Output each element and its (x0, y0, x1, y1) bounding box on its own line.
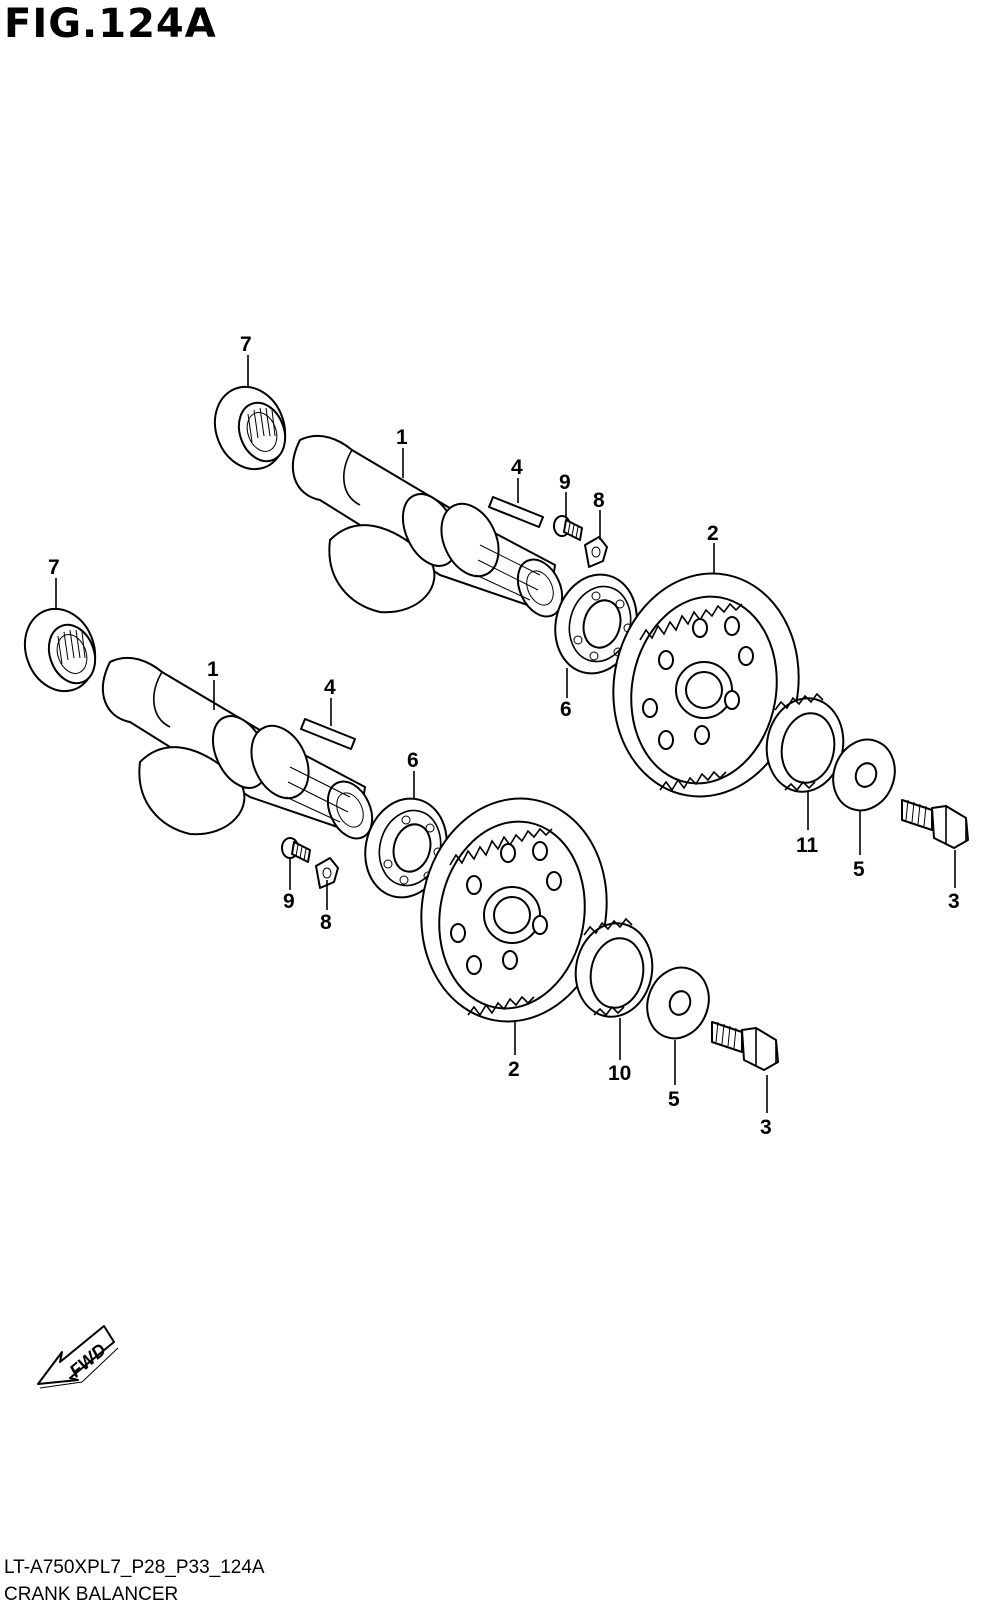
callout-6-upper: 6 (560, 698, 572, 721)
driven-gear-lower (420, 797, 608, 1023)
callout-11: 11 (796, 834, 819, 857)
bolt-upper (901, 799, 969, 849)
callout-1-upper: 1 (396, 426, 408, 449)
callout-2-lower: 2 (508, 1058, 520, 1081)
small-bolt-upper (553, 515, 583, 541)
figure-title: FIG.124A (4, 1, 217, 47)
callout-9-lower: 9 (283, 890, 295, 913)
callout-4-lower: 4 (324, 676, 336, 699)
key-upper (488, 496, 544, 528)
callout-1-lower: 1 (207, 658, 219, 681)
callout-5-upper: 5 (853, 858, 865, 881)
needle-bearing-upper (213, 385, 287, 471)
forward-arrow-icon: FWD (37, 1325, 119, 1389)
diagram-name: CRANK BALANCER (4, 1584, 179, 1605)
callout-4-upper: 4 (511, 456, 523, 479)
small-gear-10 (574, 917, 654, 1018)
bolt-lower (711, 1021, 779, 1071)
callout-7-upper: 7 (240, 333, 252, 356)
callout-7-lower: 7 (48, 556, 60, 579)
needle-bearing-lower (23, 607, 97, 693)
washer-upper (832, 738, 896, 812)
callout-8-lower: 8 (320, 911, 332, 934)
small-bolt-lower (281, 837, 311, 863)
washer-lower (646, 966, 710, 1040)
callout-3-lower: 3 (760, 1116, 772, 1139)
callout-8-upper: 8 (593, 489, 605, 512)
leader-lines (55, 355, 956, 1113)
callout-5-lower: 5 (668, 1088, 680, 1111)
balancer-shaft-upper (291, 434, 564, 618)
callout-6-lower: 6 (407, 749, 419, 772)
callout-9-upper: 9 (559, 471, 571, 494)
diagram-code: LT-A750XPL7_P28_P33_124A (4, 1557, 265, 1578)
lock-plate-lower (315, 857, 339, 889)
lock-plate-upper (584, 536, 608, 568)
ball-bearing-upper (554, 573, 638, 675)
callout-2-upper: 2 (707, 522, 719, 545)
callout-3-upper: 3 (948, 890, 960, 913)
callout-10: 10 (608, 1062, 631, 1085)
driven-gear-upper (612, 572, 800, 798)
small-gear-11 (765, 692, 845, 793)
key-lower (300, 718, 356, 750)
balancer-shaft-lower (101, 656, 374, 840)
